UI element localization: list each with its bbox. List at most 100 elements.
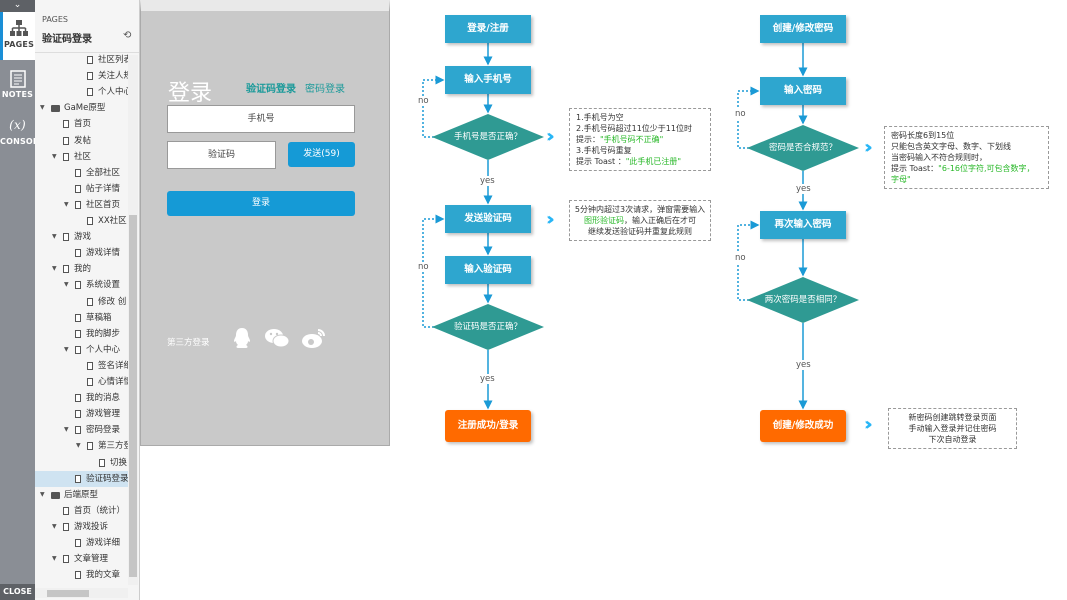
tree-item[interactable]: 游戏管理 [35,406,128,422]
tree-item[interactable]: ▼ 游戏投诉 [35,519,128,535]
tree-item[interactable]: 首页 [35,116,128,132]
tree-item[interactable]: 个人中心规 [35,84,128,100]
tree-item-label: 首页 [74,119,92,130]
wechat-icon[interactable] [264,327,290,349]
tree-item[interactable]: ▼ 我的 [35,261,128,277]
collapse-chevron-icon[interactable]: ⌄ [0,0,35,12]
tree-item[interactable]: ▼ 社区 [35,149,128,165]
tree-item[interactable]: 全部社区 [35,165,128,181]
note-line: 提示："手机号码不正确" [576,134,704,145]
tree-item[interactable]: 我的消息 [35,390,128,406]
tree-item[interactable]: ▼ 文章管理 [35,551,128,567]
note-line: 新密码创建跳转登录页面 [908,413,997,422]
tree-item[interactable]: 签名详细 [35,358,128,374]
tree-item[interactable]: 我的文章 [35,567,128,583]
page-icon [87,297,93,306]
expand-arrow-icon[interactable]: ▼ [64,200,69,208]
tree-item-label: 我的文章 [86,570,121,581]
tree-item[interactable]: 关注人规则 [35,68,128,84]
tree-item[interactable]: ▼个人中心 [35,342,128,358]
tree-item[interactable]: 游戏详情 [35,245,128,261]
tree-item[interactable]: ▼GaMe原型 [35,100,128,116]
tree-item[interactable]: ▼第三方登 [35,438,128,454]
send-code-button[interactable]: 发送(59) [288,142,355,167]
tree-item-label: 游戏详情 [86,248,121,259]
tree-item[interactable]: 游戏详细 [35,535,128,551]
note-line: 手动输入登录并记住密码 [908,424,997,433]
expand-arrow-icon[interactable]: ▼ [40,490,45,498]
tree-item-label: 修改 创 [98,296,127,307]
note-line: 提示 Toast ："此手机已注册" [576,156,704,167]
tree-item[interactable]: 验证码登录 [35,470,128,487]
tab-notes[interactable]: NOTES [0,70,35,99]
success-note: 新密码创建跳转登录页面 手动输入登录并记住密码 下次自动登录 [888,408,1017,449]
tree-item[interactable]: 发帖 [35,133,128,149]
expand-arrow-icon[interactable]: ▼ [52,233,57,241]
tab-pages[interactable]: PAGES [0,12,35,60]
tree-item[interactable]: ▼ 游戏 [35,229,128,245]
tree-item[interactable]: 帖子详情 [35,181,128,197]
page-icon [87,442,93,451]
flow-check-password: 密码是否合规范？ [747,125,859,171]
no-label: no [734,109,747,119]
tree-item-label: 切换 [110,457,128,468]
hint-text: "此手机已注册" [625,157,682,166]
tree-item[interactable]: XX社区 [35,213,128,229]
tree-item-label: 我的脚步 [86,328,121,339]
expand-arrow-icon[interactable]: ▼ [52,152,57,160]
expand-arrow-icon[interactable]: ▼ [64,281,69,289]
horizontal-scroll-thumb[interactable] [47,590,89,597]
tree-item-label: 后端原型 [64,489,99,500]
tree-item[interactable]: ▼社区首页 [35,197,128,213]
expand-arrow-icon[interactable]: ▼ [52,265,57,273]
tree-item-label: 验证码登录 [86,473,128,484]
phone-input[interactable]: 手机号 [167,105,355,133]
tab-sms-login[interactable]: 验证码登录 [246,84,296,95]
expand-arrow-icon[interactable]: ▼ [64,345,69,353]
flow-send-code: 发送验证码 [445,205,531,233]
tree-item-label: 我的 [74,264,92,275]
flow-check-code-label: 验证码是否正确？ [453,322,522,332]
tree-item[interactable]: 社区列表规 [35,52,128,68]
tree-item[interactable]: 草稿箱 [35,310,128,326]
tree-item[interactable]: ▼ 后端原型 [35,487,128,503]
add-page-icon[interactable]: ⟲ [123,30,132,41]
flow-check-password-label: 密码是否合规范？ [768,143,837,153]
yes-label: yes [795,184,812,194]
expand-arrow-icon[interactable]: ▼ [52,555,57,563]
page-icon [63,555,69,564]
expand-arrow-icon[interactable]: ▼ [52,522,57,530]
tree-item[interactable]: 修改 创 [35,294,128,310]
note-line: 2.手机号码超过11位少于11位时 [576,124,692,133]
code-input[interactable]: 验证码 [167,141,276,169]
page-icon [87,361,93,370]
expand-arrow-icon[interactable]: ▼ [64,426,69,434]
tree-item[interactable]: ▼密码登录 [35,422,128,438]
qq-icon[interactable] [230,327,254,349]
tree-item[interactable]: 我的脚步 [35,326,128,342]
page-icon [75,281,81,290]
tree-item-label: 文章管理 [74,554,109,565]
flow-register-success: 注册成功/登录 [445,410,531,442]
vertical-scroll-thumb[interactable] [129,215,137,577]
tree-item-label: 全部社区 [86,167,121,178]
expand-arrow-icon[interactable]: ▼ [76,442,81,450]
tree-item[interactable]: 首页（统计） [35,503,128,519]
tree-item-label: 游戏 [74,232,92,243]
tab-console[interactable]: (x) CONSOLE [0,118,44,146]
weibo-icon[interactable] [301,327,325,349]
flow-check-phone-label: 手机号是否正确？ [453,132,522,142]
tree-item-label: 游戏投诉 [74,521,109,532]
tree-item[interactable]: 心情详情 [35,374,128,390]
close-button[interactable]: CLOSE [0,584,35,600]
login-title: 登录 [168,81,213,106]
login-button[interactable]: 登录 [167,191,355,216]
page-icon [87,378,93,386]
tree-item[interactable]: 切换 [35,455,128,471]
expand-arrow-icon[interactable]: ▼ [40,104,45,112]
tree-item[interactable]: ▼系统设置 [35,277,128,293]
tree-item-label: 帖子详情 [86,183,121,194]
tab-password-login[interactable]: 密码登录 [305,84,345,95]
note-text: ，输入正确后在才可 [624,216,696,225]
tree-item-label: 社区 [74,151,92,162]
